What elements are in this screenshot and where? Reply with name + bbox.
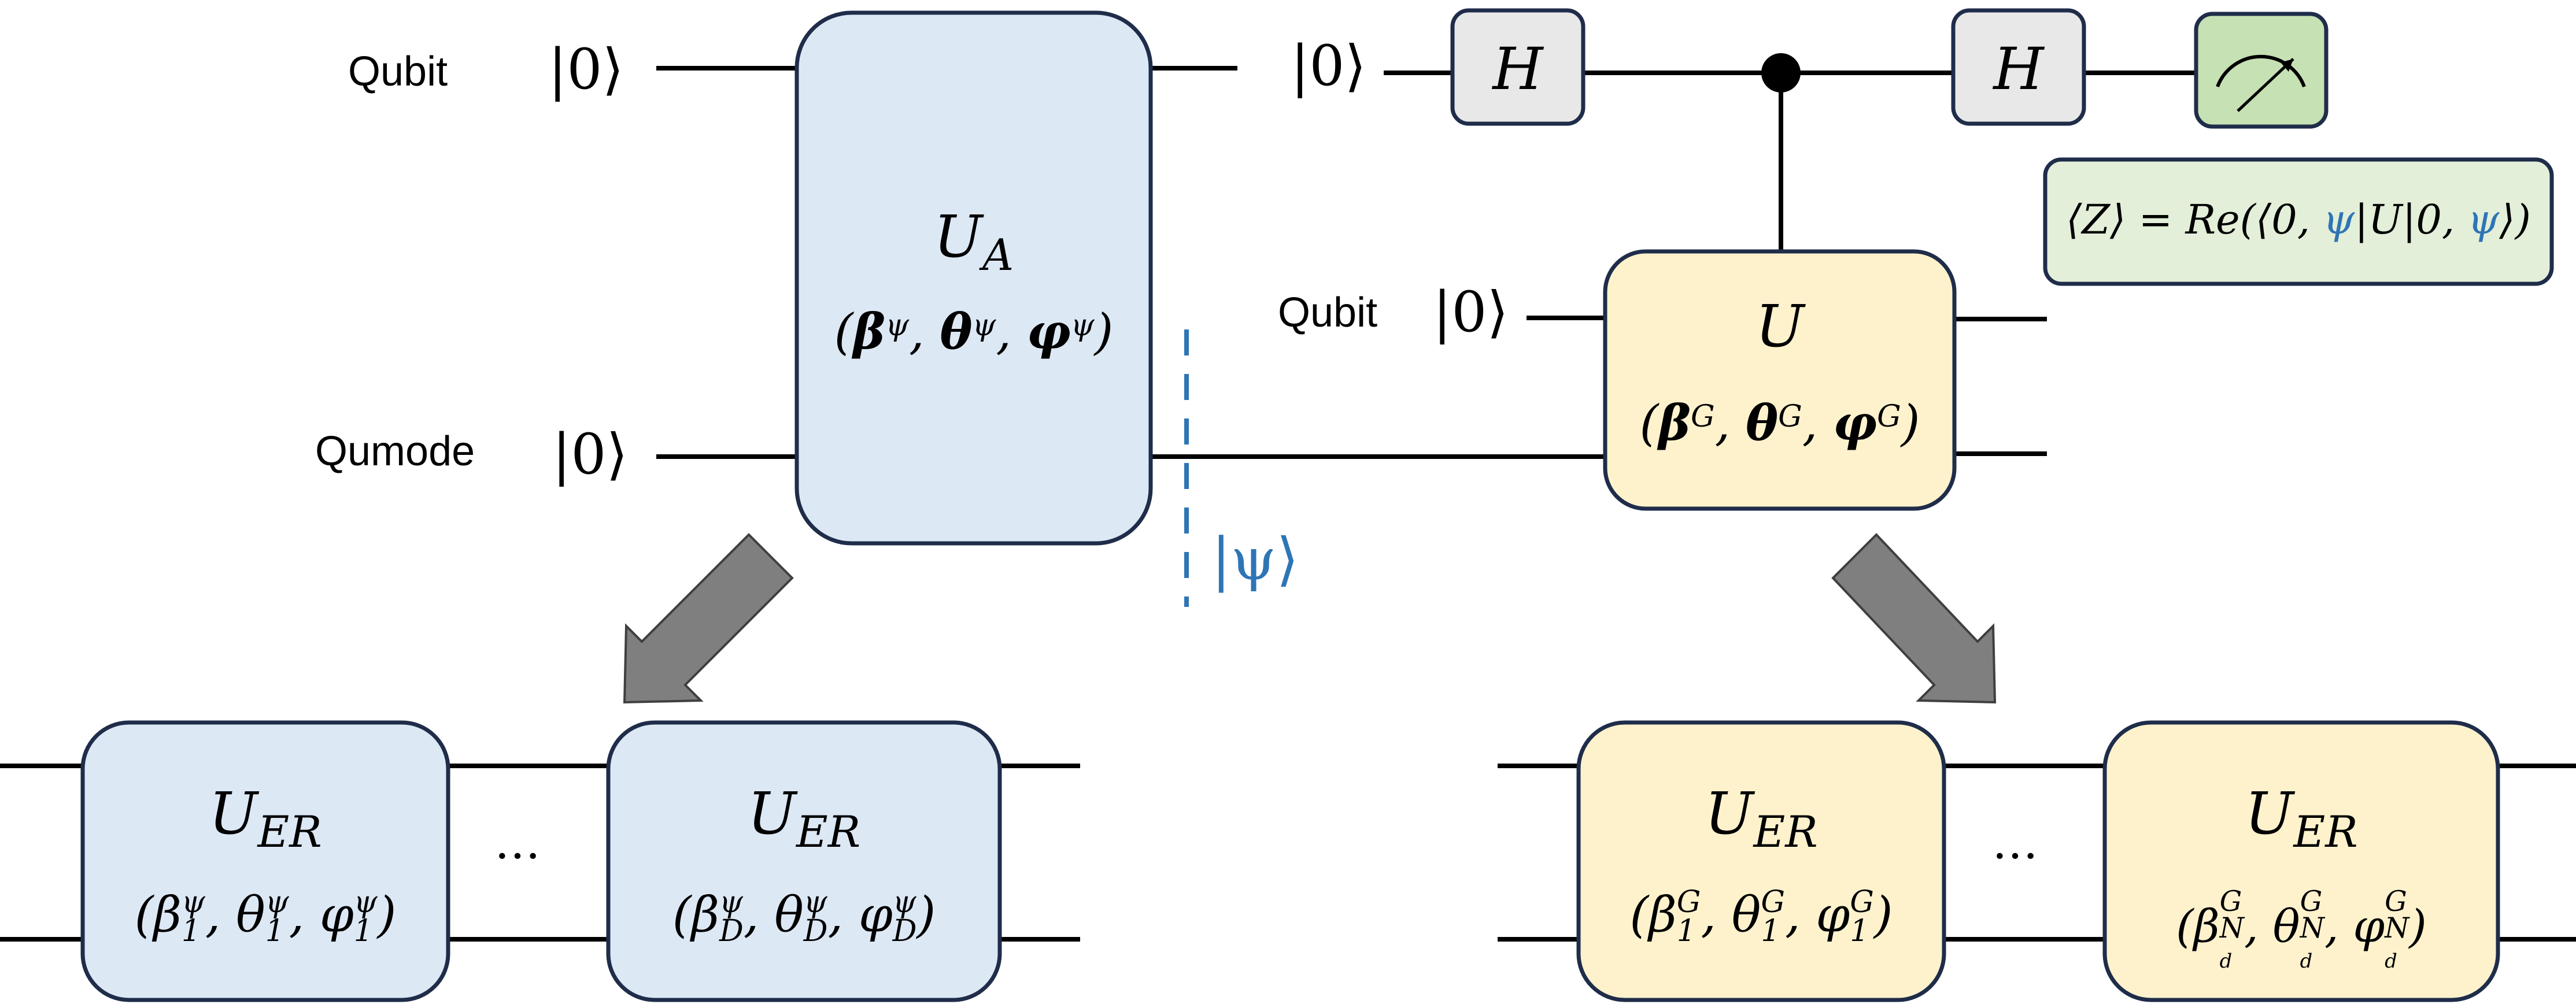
ua-gate-name: UA [933, 203, 1014, 280]
er-gate-left1-name: UER [209, 780, 322, 857]
ua-gate-box [794, 10, 1153, 546]
qubit-mid-ket: |0⟩ [1433, 280, 1509, 344]
h-gate-2-label: H [1993, 35, 2044, 103]
ellipsis-left: … [494, 816, 541, 869]
qubit-top-label: Qubit [348, 49, 448, 95]
psi-state-label: |ψ⟩ [1211, 525, 1299, 593]
u-gate-name: U [1755, 292, 1805, 360]
u-gate-box [1603, 249, 1957, 511]
er-gate-right1-name: UER [1705, 780, 1818, 857]
er-gate-left1-box [80, 720, 450, 1002]
expectation-formula: ⟨Z⟩ = Re(⟨0, ψ|U|0, ψ⟩) [2066, 196, 2531, 243]
qubit-mid-label: Qubit [1278, 290, 1378, 336]
expectation-box [2043, 157, 2554, 286]
er-gate-right2-box [2102, 720, 2500, 1002]
u-gate-params: (βG, θG, φG) [1639, 394, 1920, 451]
control-dot [1761, 53, 1801, 92]
decompose-arrow-right [1831, 533, 1997, 704]
h-gate-1-box [1450, 8, 1585, 126]
er-gate-right1-box [1576, 720, 1946, 1002]
qumode-ket: |0⟩ [552, 422, 628, 487]
meter-box [2194, 12, 2329, 129]
er-gate-left2-name: UER [747, 780, 861, 857]
er-gate-right2-name: UER [2245, 780, 2358, 857]
h-gate-2-box [1951, 8, 2086, 126]
ellipsis-right: … [1992, 816, 2038, 869]
meter-arc [2216, 54, 2306, 88]
qumode-label: Qumode [315, 428, 475, 475]
meter-needle [2237, 58, 2294, 112]
ua-gate-params: (βψ, θψ, φψ) [834, 303, 1114, 360]
decompose-arrow-left [623, 533, 794, 704]
er-gate-left2-box [606, 720, 1002, 1002]
ancilla-ket: |0⟩ [1291, 34, 1366, 98]
qubit-top-ket: |0⟩ [548, 37, 624, 102]
h-gate-1-label: H [1492, 35, 1543, 103]
